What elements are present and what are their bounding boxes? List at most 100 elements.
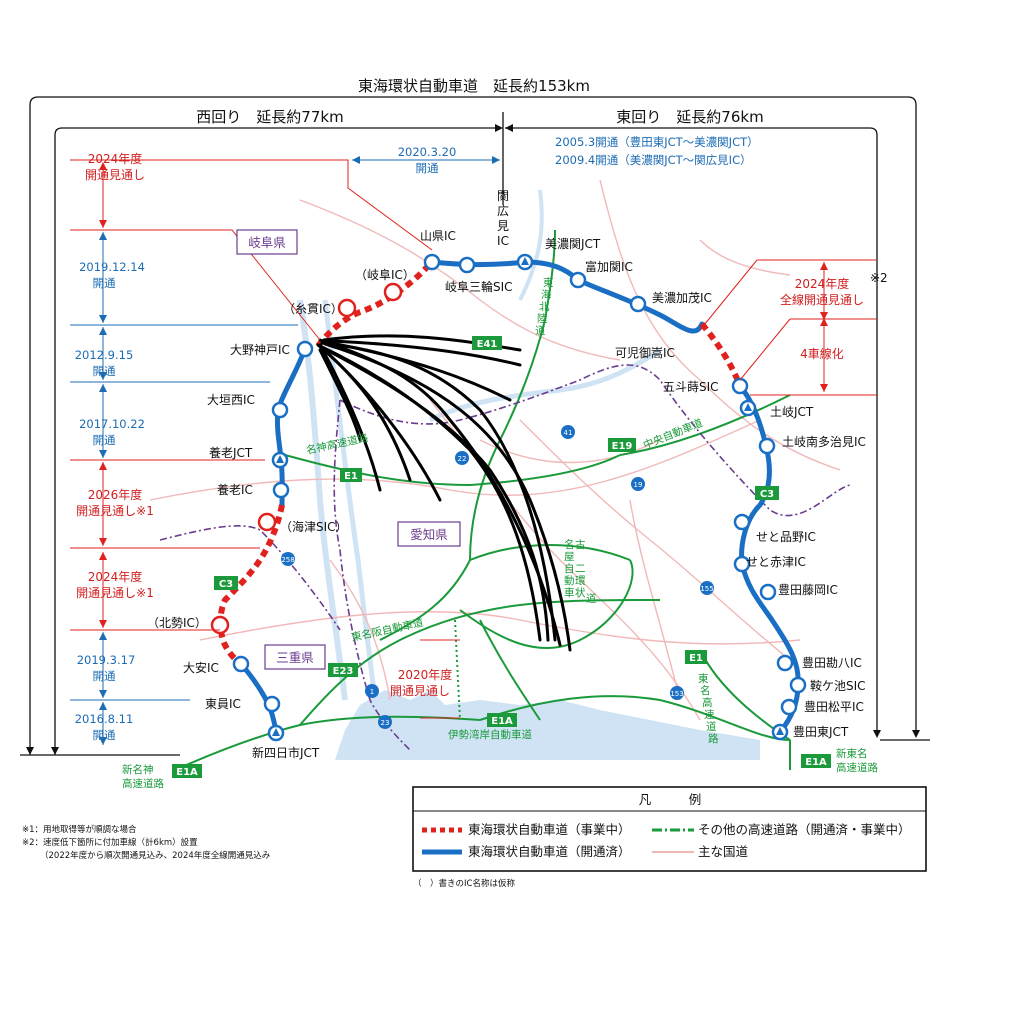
svg-text:広: 広 (497, 204, 509, 218)
svg-text:美濃加茂IC: 美濃加茂IC (652, 291, 712, 305)
other-expressways (174, 229, 791, 771)
east-note-2: 2009.4開通（美濃関JCT～関広見IC） (555, 153, 752, 167)
right-note-year: 2024年度 (795, 276, 850, 291)
svg-text:高速道路: 高速道路 (836, 761, 878, 774)
shield-e1a-isewan: E1A (487, 713, 517, 727)
legend-expressway: その他の高速道路（開通済・事業中） (698, 822, 911, 837)
svg-text:2019.3.17: 2019.3.17 (77, 653, 136, 667)
svg-text:鞍ケ池SIC: 鞍ケ池SIC (810, 678, 866, 693)
svg-text:23: 23 (381, 719, 390, 727)
svg-text:豊田藤岡IC: 豊田藤岡IC (778, 583, 838, 597)
svg-text:開通: 開通 (93, 728, 116, 742)
svg-text:新四日市JCT: 新四日市JCT (252, 745, 320, 760)
shield-e1-tomei: E1 (685, 650, 707, 664)
legend-title: 凡 例 (639, 792, 702, 807)
svg-text:豊田勘八IC: 豊田勘八IC (802, 656, 862, 670)
svg-text:開通見通し: 開通見通し (85, 168, 145, 182)
footnotes: ※1：用地取得等が順調な場合 ※2：速度低下箇所に付加車線（計6km）設置 （2… (22, 824, 515, 889)
svg-text:北: 北 (539, 301, 550, 313)
right-note-lanes: 4車線化 (800, 346, 844, 361)
svg-text:E1: E1 (689, 653, 703, 664)
top-segment-date: 2020.3.20 (398, 145, 457, 159)
svg-text:E19: E19 (612, 441, 633, 452)
building-expressway (454, 619, 461, 721)
svg-text:古: 古 (575, 538, 586, 551)
svg-text:岐阜県: 岐阜県 (248, 235, 286, 250)
route-22: 22 (455, 451, 469, 465)
route-23: 23 (378, 715, 392, 729)
center-note-status: 開通見通し (390, 684, 450, 698)
svg-text:開通: 開通 (93, 364, 116, 378)
route-153: 153 (670, 686, 684, 700)
svg-text:E1A: E1A (176, 767, 198, 778)
svg-text:2017.10.22: 2017.10.22 (79, 417, 145, 431)
svg-text:（岐阜IC）: （岐阜IC） (355, 268, 415, 282)
svg-text:開通: 開通 (93, 669, 116, 683)
east-title: 東回り 延長約76km (616, 108, 763, 126)
svg-text:海: 海 (541, 288, 552, 301)
east-note-1: 2005.3開通（豊田東JCT～美濃関JCT） (555, 135, 759, 149)
shield-e1-meishin: E1 (340, 468, 362, 482)
svg-text:高速道路: 高速道路 (122, 777, 164, 790)
route-19: 19 (631, 477, 645, 491)
svg-text:道: 道 (586, 592, 597, 605)
route-markers: 41 19 22 155 153 258 1 23 (281, 425, 714, 729)
right-note-mark: ※2 (870, 271, 888, 285)
svg-text:養老IC: 養老IC (217, 482, 253, 497)
svg-text:名: 名 (564, 538, 575, 551)
prefecture-borders (159, 364, 851, 751)
svg-text:41: 41 (564, 429, 573, 437)
svg-text:E23: E23 (333, 666, 354, 677)
svg-text:大野神戸IC: 大野神戸IC (230, 343, 290, 357)
svg-text:豊田東JCT: 豊田東JCT (793, 725, 849, 739)
shield-c3-east: C3 (755, 486, 779, 500)
svg-text:土岐南多治見IC: 土岐南多治見IC (782, 434, 866, 449)
top-segment-status: 開通 (416, 161, 439, 175)
svg-text:開通: 開通 (93, 276, 116, 290)
svg-text:E1: E1 (344, 471, 358, 482)
scribble-overlay (316, 334, 572, 652)
svg-text:岐阜三輪SIC: 岐阜三輪SIC (445, 279, 513, 294)
svg-text:道: 道 (706, 720, 717, 733)
main-title: 東海環状自動車道 延長約153km (358, 77, 590, 95)
svg-text:中央自動車道: 中央自動車道 (641, 416, 705, 452)
svg-text:道: 道 (535, 324, 546, 337)
bracket-arrows (26, 124, 920, 755)
svg-text:開通見通し※1: 開通見通し※1 (76, 504, 154, 518)
ic-labels: 関 広 見 IC 山県IC （岐阜IC） （糸貫IC） 大野神戸IC 大垣西IC… (147, 189, 866, 760)
prefecture-labels: 岐阜県 愛知県 三重県 (236, 229, 461, 670)
svg-text:土岐JCT: 土岐JCT (770, 405, 814, 419)
svg-text:せと品野IC: せと品野IC (756, 530, 816, 544)
ic-markers-planned (210, 282, 403, 635)
timeline-arrows-blue (99, 156, 500, 745)
shields: C3 C3 E1 E1 E19 E23 E1A E1A E1A E41 (172, 336, 831, 778)
svg-text:※2：速度低下箇所に付加車線（計6km）設置: ※2：速度低下箇所に付加車線（計6km）設置 (22, 837, 198, 848)
svg-text:大安IC: 大安IC (183, 660, 219, 675)
svg-text:（2022年度から順次開通見込み、2024年度全線開通見込み: （2022年度から順次開通見込み、2024年度全線開通見込み (40, 850, 271, 861)
svg-text:2024年度: 2024年度 (88, 569, 143, 584)
route-155: 155 (700, 581, 714, 595)
svg-text:（ ）書きのIC名称は仮称: （ ）書きのIC名称は仮称 (413, 878, 515, 889)
svg-text:見: 見 (497, 219, 509, 233)
svg-text:東: 東 (698, 672, 709, 685)
svg-text:2024年度: 2024年度 (88, 151, 143, 166)
svg-text:二: 二 (575, 563, 586, 575)
svg-text:養老JCT: 養老JCT (209, 445, 253, 460)
svg-text:（糸貫IC）: （糸貫IC） (283, 302, 343, 316)
shield-e1a-shintomei: E1A (801, 754, 831, 768)
svg-text:19: 19 (634, 481, 643, 489)
svg-text:開通: 開通 (93, 433, 116, 447)
center-note-year: 2020年度 (398, 667, 453, 682)
svg-text:155: 155 (700, 585, 713, 593)
svg-text:愛知県: 愛知県 (410, 527, 448, 542)
svg-text:東員IC: 東員IC (205, 697, 241, 711)
legend: 凡 例 東海環状自動車道（事業中） その他の高速道路（開通済・事業中） 東海環状… (412, 786, 927, 872)
svg-text:美濃関JCT: 美濃関JCT (545, 237, 601, 251)
svg-text:258: 258 (281, 556, 294, 564)
svg-text:陸: 陸 (537, 312, 548, 325)
west-title: 西回り 延長約77km (196, 108, 343, 126)
bracket-lines (20, 96, 930, 756)
svg-text:自: 自 (564, 562, 575, 575)
